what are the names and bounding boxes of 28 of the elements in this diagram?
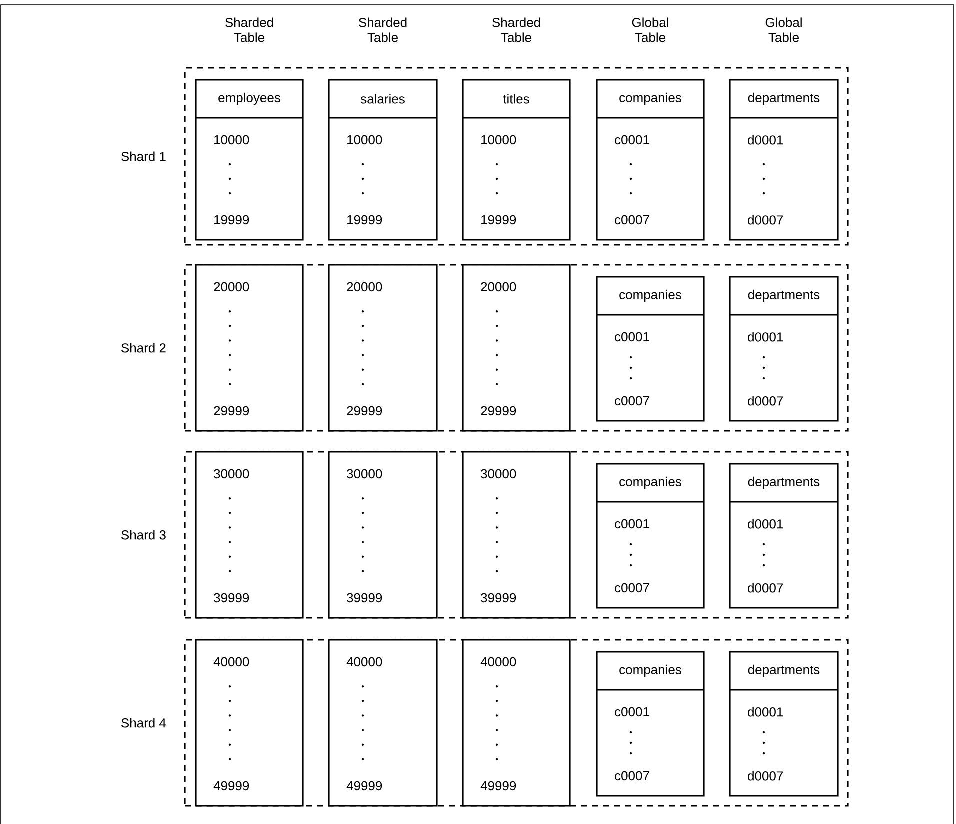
table-box: 40000 49999	[328, 639, 438, 807]
table-box: companies c0001 c0007	[596, 463, 705, 609]
table-box: employees 10000 19999	[195, 79, 304, 241]
table-box: departments d0001 d0007	[729, 463, 839, 609]
table-box: 20000 29999	[462, 264, 571, 432]
table-box: companies c0001 c0007	[596, 651, 705, 797]
table-box: 30000 39999	[328, 451, 438, 619]
table-box: salaries 10000 19999	[328, 79, 438, 241]
table-box: companies c0001 c0007	[596, 276, 705, 422]
table-box: departments d0001 d0007	[729, 276, 839, 422]
table-box: 20000 29999	[328, 264, 438, 432]
column-header: Global Table	[766, 18, 802, 42]
table-box: 30000 39999	[462, 451, 571, 619]
table-box: departments d0001 d0007	[729, 651, 839, 797]
shard-label: Shard 3	[122, 530, 166, 540]
table-box: titles 10000 19999	[462, 79, 571, 241]
shard-label: Shard 1	[122, 152, 166, 162]
shard-label: Shard 4	[122, 718, 166, 728]
table-box: 30000 39999	[195, 451, 304, 619]
column-header: Sharded Table	[492, 18, 540, 42]
table-box: 40000 49999	[462, 639, 571, 807]
column-header: Sharded Table	[359, 18, 407, 42]
column-header: Sharded Table	[226, 18, 274, 42]
table-box: 20000 29999	[195, 264, 304, 432]
shard-label: Shard 2	[122, 343, 166, 353]
table-box: 40000 49999	[195, 639, 304, 807]
column-header: Global Table	[632, 18, 668, 42]
shard-box	[184, 67, 849, 246]
